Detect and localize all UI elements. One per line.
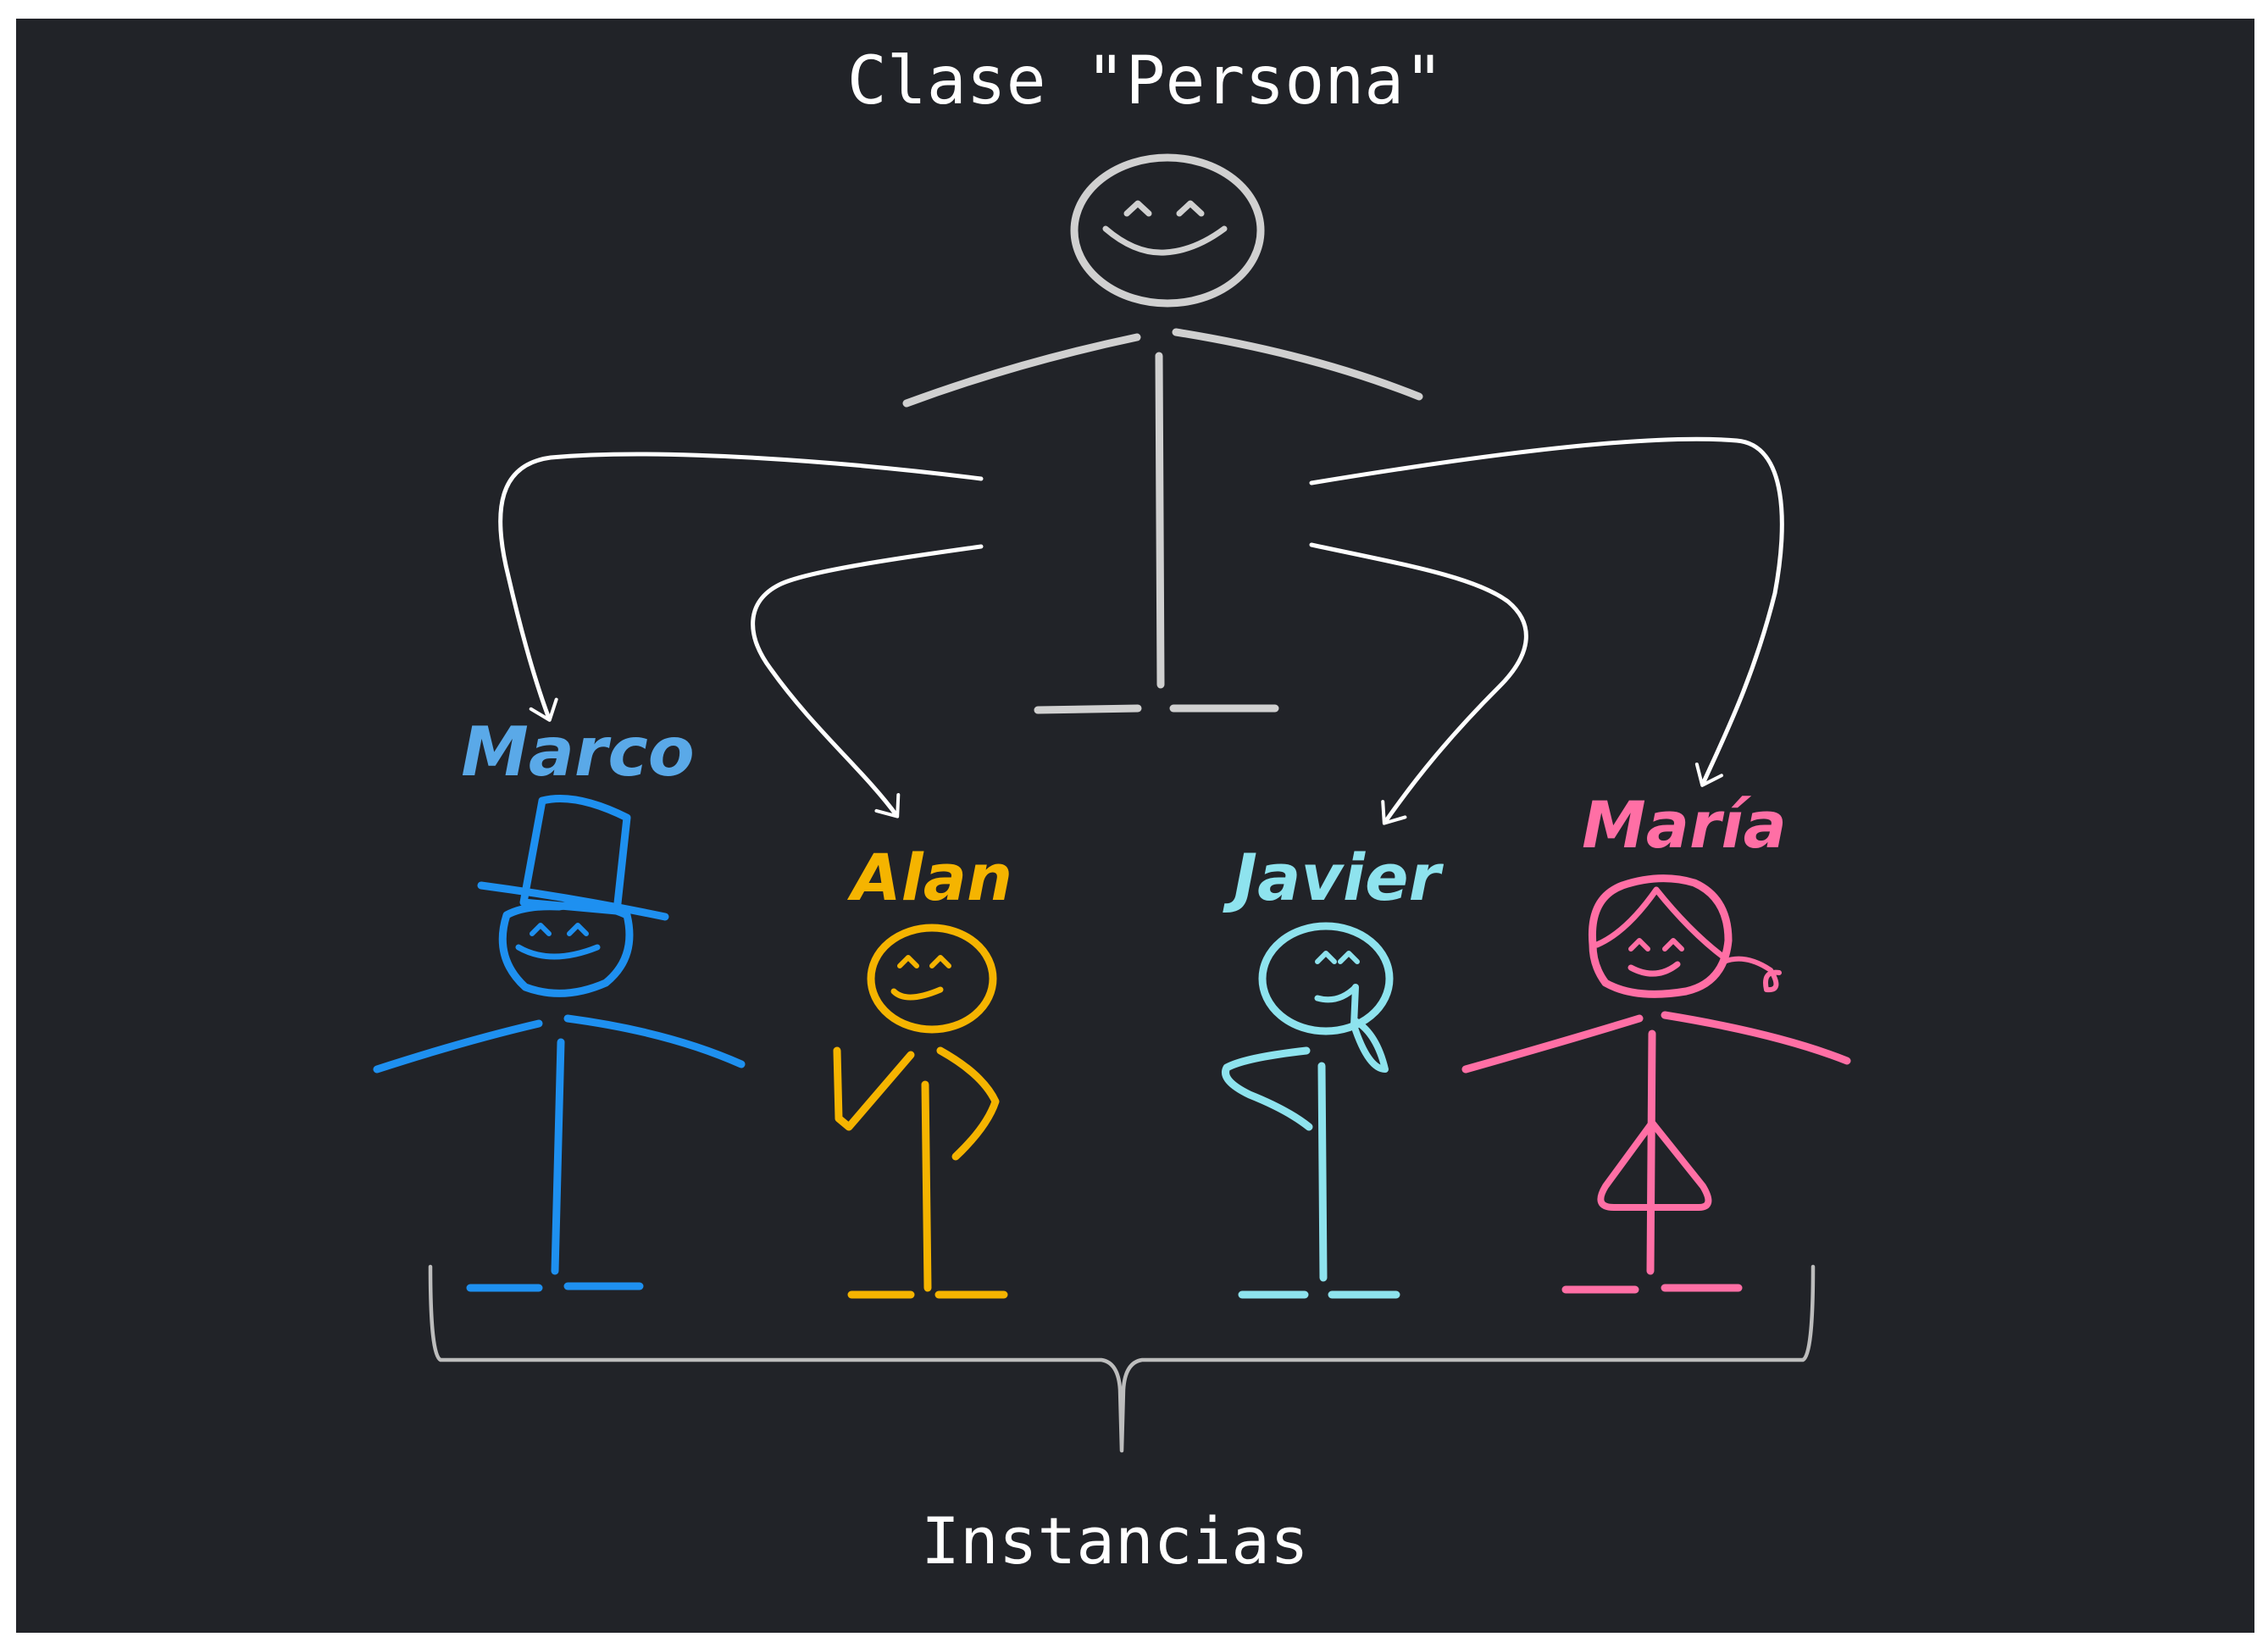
javier-arm-left <box>1222 1046 1313 1131</box>
class-figure-foot-left <box>1034 704 1142 714</box>
diagram-title: Clase "Persona" <box>847 43 1444 119</box>
instance-figure-alan <box>833 924 1008 1299</box>
class-figure-arm-left <box>902 333 1141 408</box>
arrow-to-marco <box>498 452 984 722</box>
maria-head <box>1588 874 1733 998</box>
alan-mouth <box>890 986 944 1001</box>
alan-arm-right <box>936 1046 1000 1161</box>
javier-eye-left <box>1315 951 1337 964</box>
inheritance-arrows <box>498 436 1784 825</box>
instance-label-marco: Marco <box>461 713 694 791</box>
arrow-to-javier <box>1309 542 1528 825</box>
maria-hair <box>1594 886 1727 961</box>
arrow-to-alan <box>751 544 984 818</box>
maria-eye-left <box>1628 938 1650 952</box>
instance-label-maria: María <box>1582 787 1787 863</box>
alan-arm-left <box>833 1046 915 1131</box>
javier-head <box>1258 922 1394 1035</box>
marco-eye-right <box>567 923 589 936</box>
class-person-figure <box>902 153 1423 714</box>
marco-hat-crown <box>519 795 631 915</box>
maria-arm-left <box>1461 1014 1644 1074</box>
javier-eye-right <box>1338 951 1360 964</box>
marco-body <box>551 1038 565 1275</box>
marco-hat-brim <box>477 881 669 921</box>
marco-mouth <box>515 944 601 960</box>
marco-eye-left <box>530 923 552 936</box>
alan-eye-right <box>929 955 951 968</box>
alan-eye-left <box>897 955 919 968</box>
instance-figure-maria <box>1461 874 1851 1294</box>
marco-arm-right <box>563 1014 746 1068</box>
maria-mouth <box>1628 961 1681 977</box>
maria-body <box>1646 1029 1656 1275</box>
javier-hand-chin <box>1350 984 1389 1073</box>
maria-eye-right <box>1662 938 1684 952</box>
class-figure-head <box>1070 153 1265 308</box>
javier-body <box>1317 1062 1328 1282</box>
instance-label-javier: Javier <box>1223 840 1445 915</box>
arrow-to-maria <box>1309 436 1784 787</box>
class-figure-body <box>1155 352 1165 689</box>
instance-figure-marco <box>373 795 746 1292</box>
instance-figure-javier <box>1222 922 1400 1299</box>
class-figure-eye-left <box>1123 200 1152 217</box>
maria-ribbon <box>1722 956 1782 993</box>
class-figure-mouth <box>1102 225 1228 256</box>
javier-mouth <box>1314 984 1359 1003</box>
instances-brace <box>428 1264 1816 1453</box>
marco-arm-left <box>373 1019 543 1074</box>
maria-arm-right <box>1661 1011 1851 1065</box>
alan-head <box>867 924 997 1034</box>
marco-head <box>498 901 634 997</box>
instance-label-alan: Alan <box>847 840 1012 915</box>
class-figure-eye-right <box>1176 200 1205 217</box>
alan-body <box>921 1080 932 1292</box>
maria-skirt <box>1597 1119 1712 1211</box>
class-figure-arm-right <box>1172 328 1423 401</box>
instances-label: Instancias <box>921 1503 1309 1579</box>
